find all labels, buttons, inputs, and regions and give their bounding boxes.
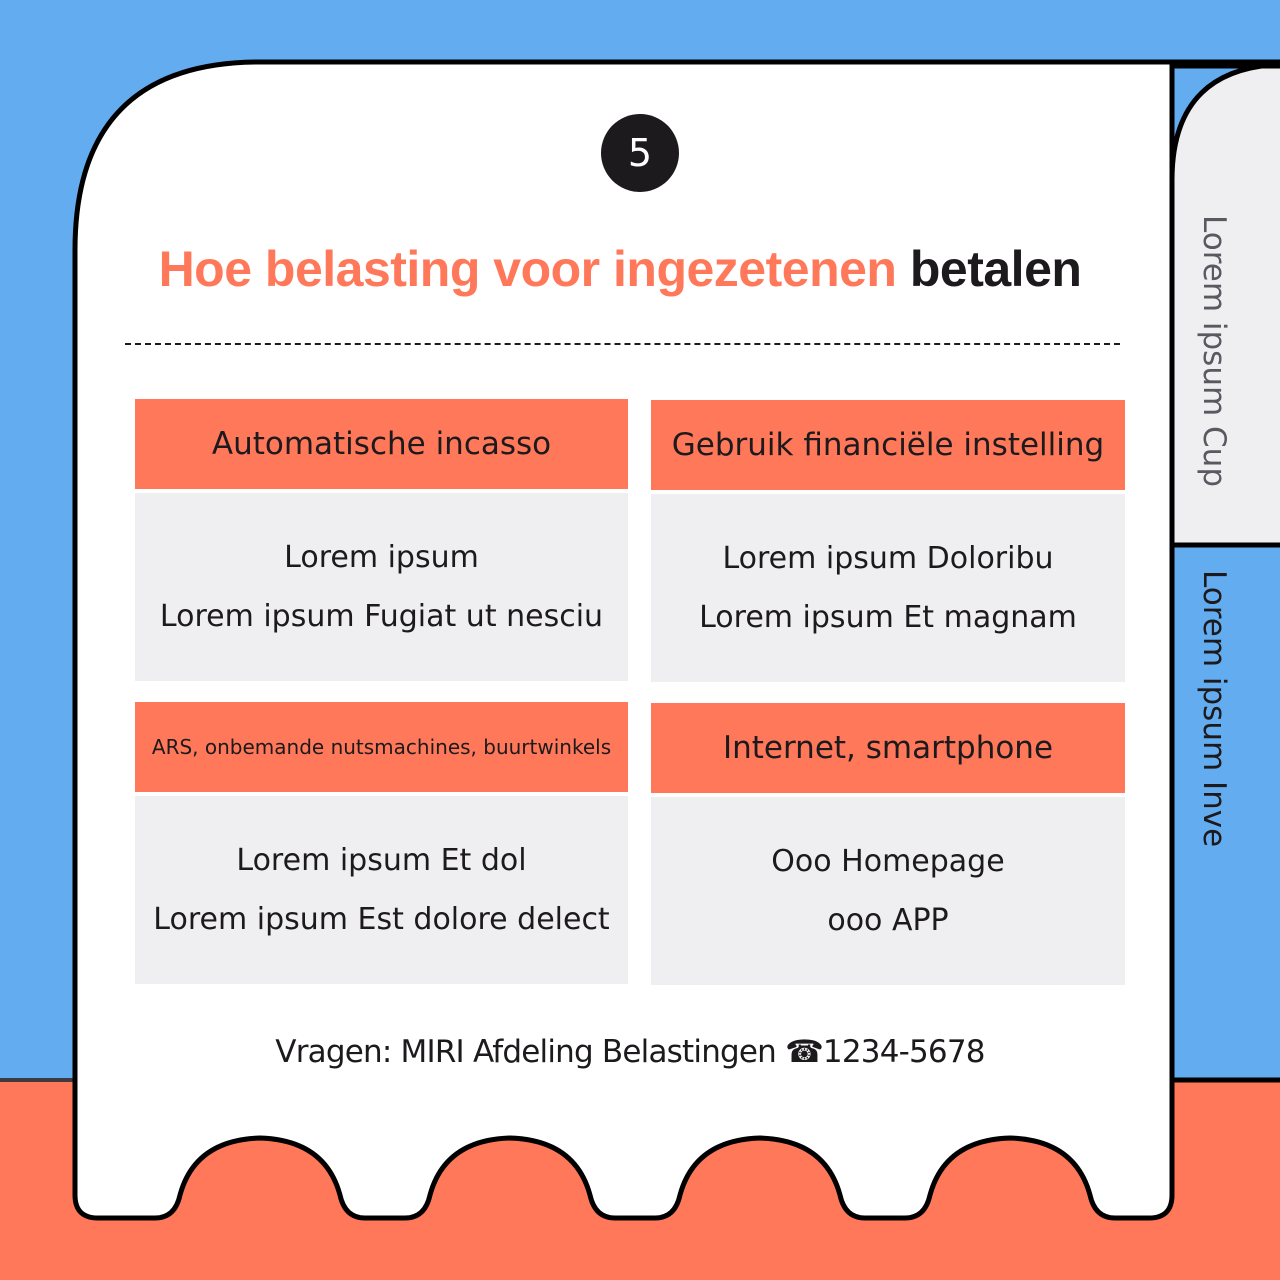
card-line: Ooo Homepage (771, 844, 1005, 879)
step-number-badge: 5 (601, 114, 679, 192)
card-header-ars-machines: ARS, onbemande nutsmachines, buurtwinkel… (135, 702, 628, 792)
side-tab-label-top[interactable]: Lorem ipsum Cup (1196, 215, 1232, 487)
card-line: Lorem ipsum Et magnam (699, 600, 1077, 635)
card-body-ars-machines: Lorem ipsum Et dol Lorem ipsum Est dolor… (135, 796, 628, 984)
card-line: Lorem ipsum Fugiat ut nesciu (159, 599, 604, 634)
contact-footer: Vragen: MIRI Afdeling Belastingen ☎1234-… (0, 1034, 1260, 1070)
title-accent: Hoe belasting voor ingezetenen (158, 241, 897, 297)
card-body-automatic-debit: Lorem ipsum Lorem ipsum Fugiat ut nesciu (135, 493, 628, 681)
dashed-divider (125, 343, 1120, 345)
side-tab-label-bottom[interactable]: Lorem ipsum Inve (1196, 570, 1232, 848)
phone-icon: ☎ (785, 1034, 824, 1070)
card-line: Lorem ipsum (284, 540, 479, 575)
card-line: Lorem ipsum Doloribu (722, 541, 1054, 576)
phone-number: 1234-5678 (822, 1034, 986, 1070)
card-header-internet-smartphone: Internet, smartphone (651, 703, 1125, 793)
card-line: Lorem ipsum Est dolore delect (153, 902, 610, 937)
title-dark: betalen (909, 241, 1082, 297)
page-title: Hoe belasting voor ingezetenen betalen (0, 240, 1240, 298)
card-header-automatic-debit: Automatische incasso (135, 399, 628, 489)
card-line: ooo APP (827, 903, 949, 938)
card-body-internet-smartphone: Ooo Homepage ooo APP (651, 797, 1125, 985)
side-tab-bottom (1169, 542, 1280, 1083)
card-header-financial-institution: Gebruik financiële instelling (651, 400, 1125, 490)
footer-text: Vragen: MIRI Afdeling Belastingen (275, 1034, 786, 1070)
card-body-financial-institution: Lorem ipsum Doloribu Lorem ipsum Et magn… (651, 494, 1125, 682)
card-line: Lorem ipsum Et dol (236, 843, 527, 878)
